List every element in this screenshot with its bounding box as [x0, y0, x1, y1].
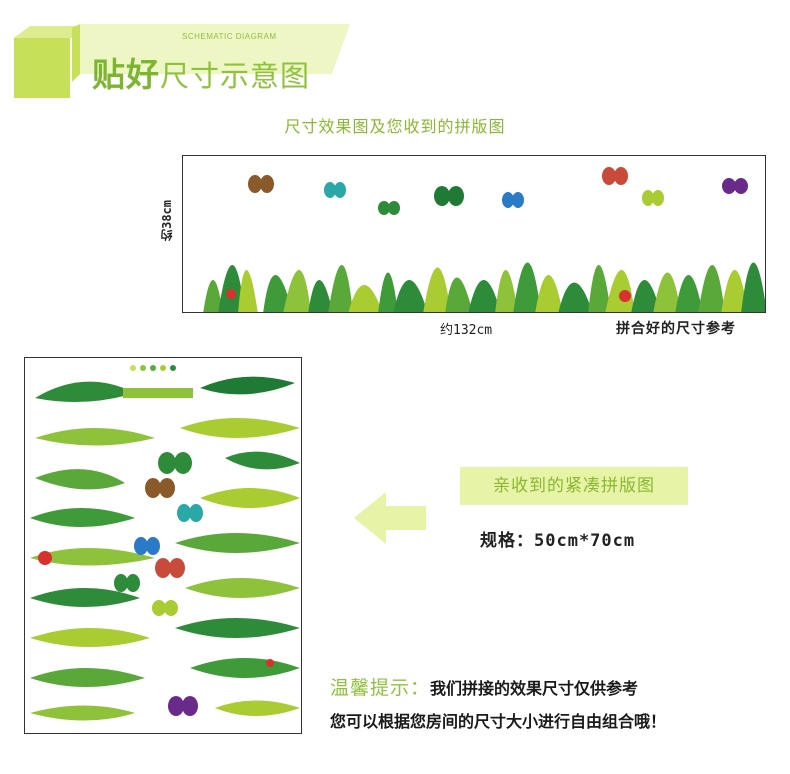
tip-line-2: 您可以根据您房间的尺寸大小进行自由组合哦！ [330, 712, 667, 731]
banner-ribbon-shape [14, 24, 350, 98]
grass-blades [203, 262, 765, 312]
tip-line-1: 温馨提示：我们拼接的效果尺寸仅供参考 [330, 673, 638, 700]
banner-title: 贴好尺寸示意图 [92, 48, 310, 96]
width-label: 约132cm [440, 323, 493, 338]
banner-title-bold: 贴好 [92, 55, 160, 94]
received-sheet-label: 亲收到的紧凑拼版图 [460, 467, 688, 505]
tip-label: 温馨提示： [330, 677, 431, 699]
compact-sheet-image [24, 357, 302, 734]
sheet-butterflies [38, 452, 274, 716]
assembled-preview-image [182, 155, 766, 313]
spec-label: 规格：50cm*70cm [480, 531, 636, 551]
section-title: 尺寸效果图及您收到的拼版图 [284, 117, 506, 136]
small-grass-strip [123, 365, 193, 398]
reference-label: 拼合好的尺寸参考 [616, 321, 736, 337]
left-arrow-icon [354, 492, 426, 548]
banner-title-light: 尺寸示意图 [160, 59, 311, 93]
header-banner: SCHEMATIC DIAGRAM 贴好尺寸示意图 [0, 18, 360, 103]
fern-leaves [30, 376, 300, 721]
banner-subtitle: SCHEMATIC DIAGRAM [182, 32, 277, 41]
tip-text-1: 我们拼接的效果尺寸仅供参考 [430, 679, 639, 698]
leaf-sheet-illustration [30, 365, 300, 721]
height-label: 约38cm [160, 200, 174, 241]
butterflies [248, 167, 748, 215]
red-flower-icon [226, 289, 631, 302]
grass-and-butterflies-illustration [203, 167, 765, 312]
